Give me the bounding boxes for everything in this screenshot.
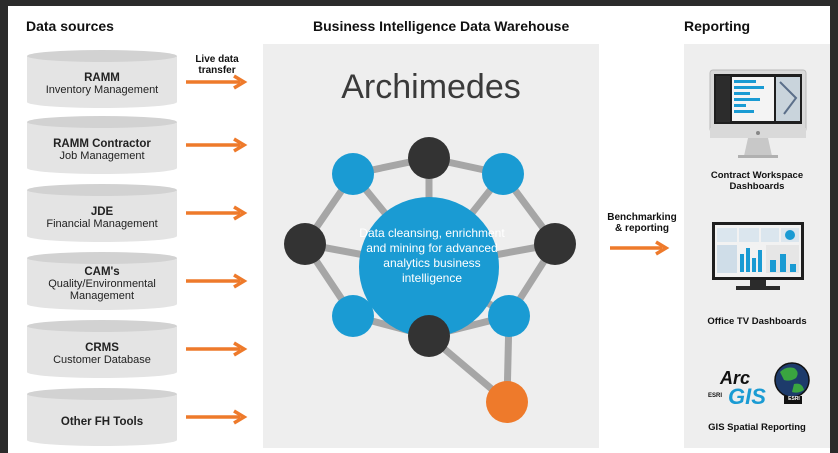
transfer-arrow bbox=[186, 341, 248, 357]
source-cylinder: Other FH Tools bbox=[26, 388, 178, 446]
source-title: CRMS bbox=[85, 342, 119, 354]
source-subtitle: Customer Database bbox=[53, 354, 151, 366]
diagram-frame: Data sources Business Intelligence Data … bbox=[8, 6, 830, 453]
network-node bbox=[482, 153, 524, 195]
esri-globe-icon bbox=[774, 362, 810, 404]
benchmark-arrow bbox=[610, 240, 670, 256]
warehouse-network bbox=[284, 137, 576, 423]
source-title: RAMM bbox=[84, 72, 120, 84]
gis-spatial-label: GIS Spatial Reporting bbox=[708, 422, 806, 433]
arc-text: Arc bbox=[720, 368, 751, 388]
database-cylinder-icon bbox=[27, 388, 177, 446]
source-subtitle: Inventory Management bbox=[45, 84, 159, 96]
source-text: Other FH Tools bbox=[26, 416, 178, 428]
network-node bbox=[284, 223, 326, 265]
transfer-arrow bbox=[186, 74, 248, 90]
source-title: JDE bbox=[90, 206, 114, 218]
arcgis-logo: Arc ESRI GIS ESRI bbox=[698, 358, 818, 418]
transfer-arrow bbox=[186, 409, 248, 425]
data-sources-heading: Data sources bbox=[26, 18, 114, 34]
database-cylinder-icon bbox=[27, 184, 177, 242]
network-node bbox=[488, 295, 530, 337]
network-node bbox=[408, 137, 450, 179]
esri-badge-text: ESRI bbox=[788, 396, 800, 402]
contract-workspace-label: Contract Workspace Dashboards bbox=[710, 170, 804, 192]
database-cylinder-icon bbox=[27, 116, 177, 174]
tv-dashboard-icon bbox=[712, 222, 804, 290]
network-node bbox=[332, 153, 374, 195]
source-subtitle: Financial Management bbox=[46, 218, 158, 230]
transfer-arrow bbox=[186, 273, 248, 289]
transfer-arrow bbox=[186, 137, 248, 153]
warehouse-heading: Business Intelligence Data Warehouse bbox=[313, 18, 570, 34]
archimedes-brand: Archimedes bbox=[341, 68, 521, 106]
live-transfer-label: Live data transfer bbox=[195, 54, 239, 76]
transfer-arrow bbox=[186, 205, 248, 221]
source-title: RAMM Contractor bbox=[53, 138, 151, 150]
network-node bbox=[534, 223, 576, 265]
reporting-panel: Contract Workspace Dashboards Office TV … bbox=[684, 44, 830, 448]
center-hub-text: Data cleansing, enrichment and mining fo… bbox=[359, 226, 505, 285]
warehouse-panel: Archimedes Data cleansing, enrichment an… bbox=[263, 44, 599, 448]
source-subtitle: Job Management bbox=[59, 150, 145, 162]
reporting-heading: Reporting bbox=[684, 18, 751, 34]
esri-small-text: ESRI bbox=[708, 393, 723, 399]
database-cylinder-icon bbox=[27, 320, 177, 378]
office-tv-label: Office TV Dashboards bbox=[707, 316, 807, 327]
database-cylinder-icon bbox=[27, 50, 177, 108]
center-hub bbox=[359, 197, 499, 337]
source-title: CAM's bbox=[84, 266, 120, 278]
benchmark-label: Benchmarking & reporting bbox=[607, 212, 677, 234]
network-node bbox=[486, 381, 528, 423]
network-node bbox=[332, 295, 374, 337]
network-node bbox=[408, 315, 450, 357]
source-title: Other FH Tools bbox=[60, 416, 144, 428]
source-subtitle: Quality/Environmental Management bbox=[48, 278, 156, 302]
database-cylinder-icon bbox=[27, 252, 177, 310]
desktop-monitor-icon bbox=[709, 69, 807, 158]
gis-text: GIS bbox=[728, 384, 766, 409]
